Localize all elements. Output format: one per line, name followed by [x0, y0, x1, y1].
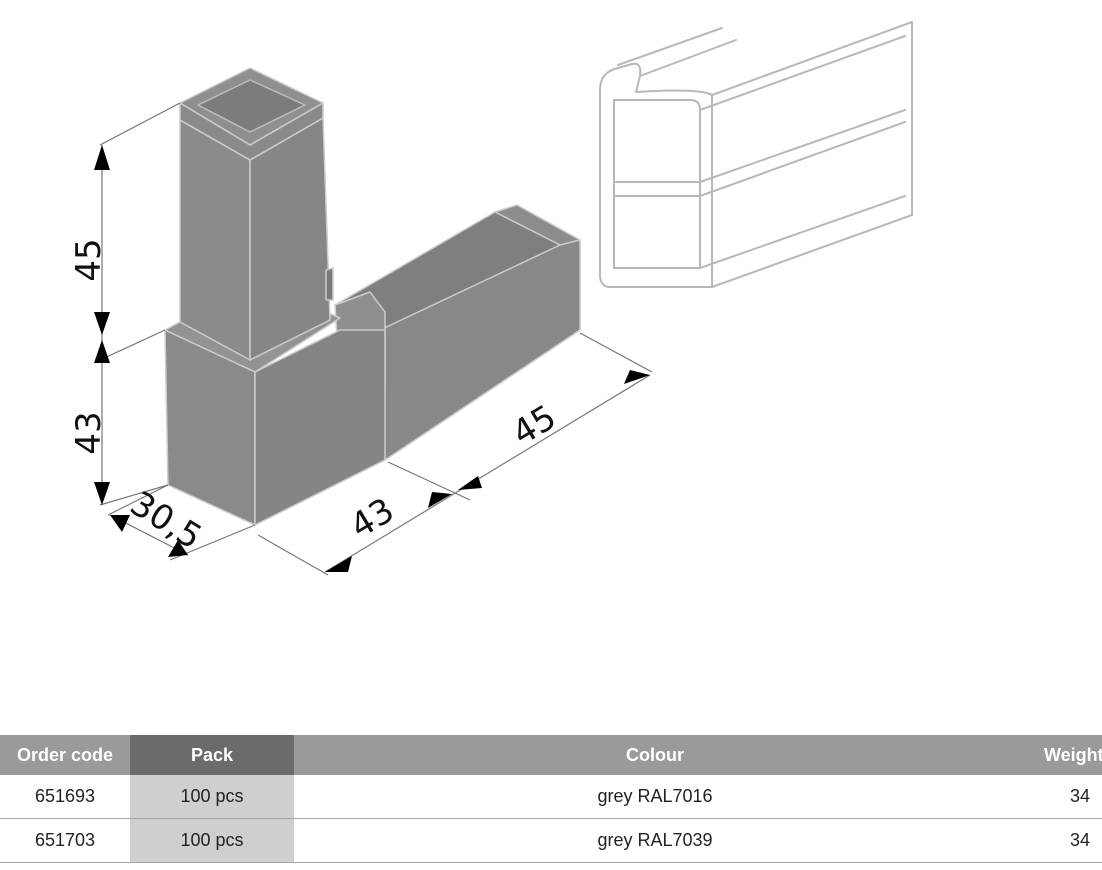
header-pack: Pack: [130, 735, 294, 775]
table-row: 651693 100 pcs grey RAL7016 34: [0, 775, 1102, 819]
technical-drawing: 45 43 30,5 43 45: [69, 21, 913, 576]
cell-weight: 34: [1016, 818, 1102, 863]
cell-colour: grey RAL7016: [294, 775, 1016, 819]
cell-order-code: 651693: [0, 775, 130, 819]
header-colour: Colour: [294, 735, 1016, 775]
table-row: 651703 100 pcs grey RAL7039 34: [0, 818, 1102, 863]
dimension-label-front-length: 43: [343, 490, 401, 547]
table-header-row: Order code Pack Colour Weight g: [0, 735, 1102, 775]
corner-connector-illustration: [164, 67, 581, 526]
cell-order-code: 651703: [0, 818, 130, 863]
dimension-label-arm-length: 45: [505, 397, 563, 454]
spec-table: Order code Pack Colour Weight g 651693 1…: [0, 735, 1102, 863]
cell-colour: grey RAL7039: [294, 818, 1016, 863]
header-order-code: Order code: [0, 735, 130, 775]
dimension-label-lower-height: 43: [69, 411, 109, 454]
cell-weight: 34: [1016, 775, 1102, 819]
cell-pack: 100 pcs: [130, 818, 294, 863]
dimension-arrows: [94, 145, 650, 572]
cell-pack: 100 pcs: [130, 775, 294, 819]
aluminium-profile-illustration: [599, 21, 913, 288]
corner-connector-drawing: 45 43 30,5 43 45: [69, 21, 913, 576]
dimension-label-upper-height: 45: [69, 238, 109, 281]
header-weight: Weight g: [1016, 735, 1102, 775]
